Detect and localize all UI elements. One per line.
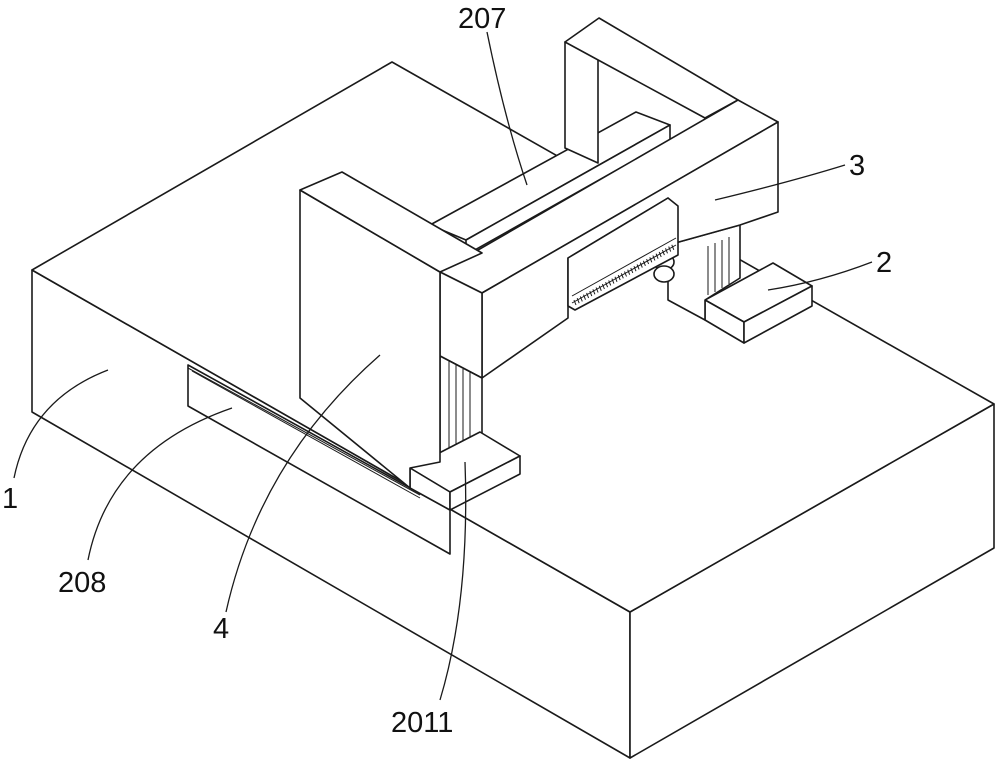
label-4: 4 bbox=[213, 613, 229, 645]
upright-front bbox=[565, 42, 598, 163]
label-208: 208 bbox=[58, 567, 106, 599]
label-2011: 2011 bbox=[391, 707, 453, 739]
label-2: 2 bbox=[876, 247, 892, 279]
label-207: 207 bbox=[458, 3, 506, 35]
motor-coupling-lower bbox=[654, 266, 674, 282]
label-3: 3 bbox=[849, 150, 865, 182]
label-1: 1 bbox=[2, 483, 18, 515]
